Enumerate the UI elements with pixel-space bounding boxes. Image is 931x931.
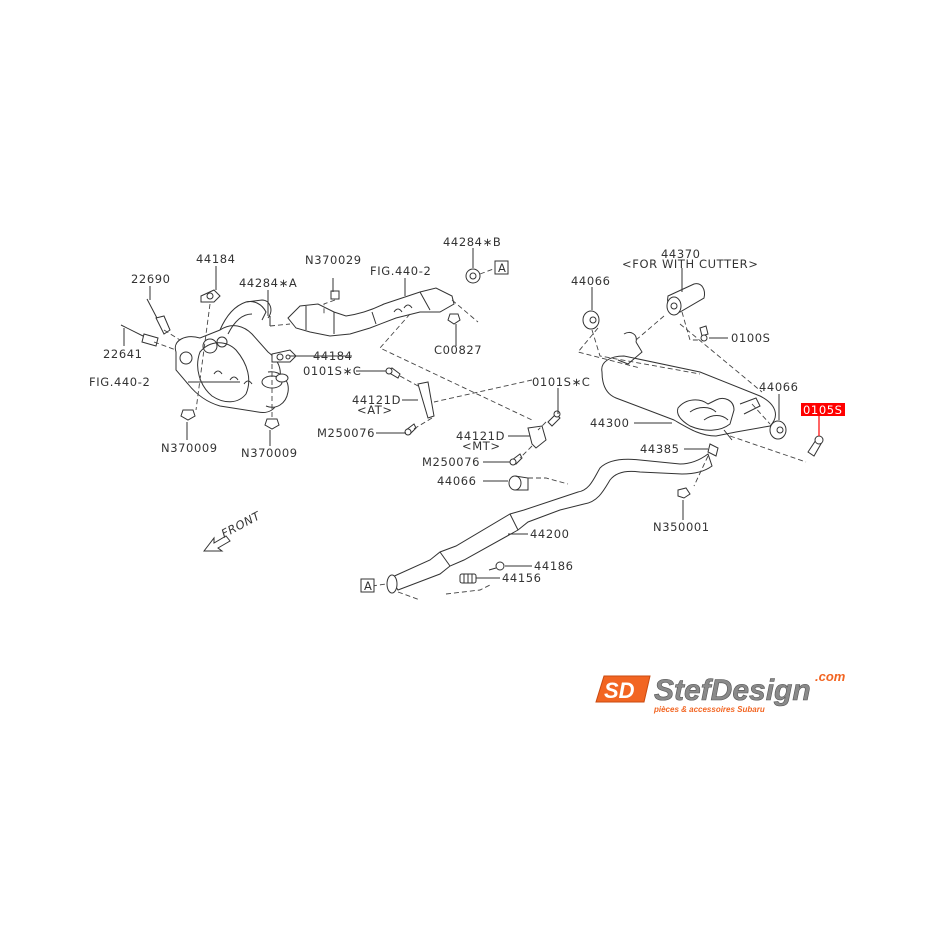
hanger-44066-center[interactable] [508,475,529,491]
svg-text:A: A [498,261,506,275]
label-44184-upper[interactable]: 44184 [196,252,236,266]
highlight-0105s[interactable]: 0105S [801,403,845,417]
label-44186[interactable]: 44186 [534,559,574,573]
label-mt: <MT> [462,439,501,453]
cutter-44370[interactable] [666,283,705,316]
label-c00827[interactable]: C00827 [434,343,482,357]
label-44121d-at[interactable]: 44121D [352,393,401,407]
label-fig440-left[interactable]: FIG.440-2 [89,375,150,389]
hanger-44066-upper[interactable] [582,310,600,330]
center-pipe-44200[interactable] [386,453,713,594]
svg-text:SD: SD [604,678,635,703]
label-44066-upper[interactable]: 44066 [571,274,611,288]
gasket-44284b[interactable] [465,268,481,284]
label-n370009-right[interactable]: N370009 [241,446,298,460]
gasket-44184-lower[interactable] [271,349,297,363]
ref-box-a-lower[interactable]: A [360,578,375,593]
label-n370009-left[interactable]: N370009 [161,441,218,455]
label-44121d-mt[interactable]: 44121D [456,429,505,443]
front-arrow-icon [202,535,231,552]
label-44156[interactable]: 44156 [502,571,542,585]
bolt-m250076-at[interactable] [404,423,417,436]
nut-n350001[interactable] [677,487,691,499]
label-m250076-at[interactable]: M250076 [317,426,375,440]
label-0100s[interactable]: 0100S [731,331,771,345]
front-pipe-catalytic[interactable] [287,287,455,337]
label-44300[interactable]: 44300 [590,416,630,430]
part-labels: 22690 22641 44184 44284∗A N370029 FIG.44… [89,235,845,585]
stefdesign-logo[interactable]: SD StefDesign .com pièces & accessoires … [595,669,846,714]
front-direction-indicator: FRONT [202,508,263,552]
sd-logo-icon [595,675,651,703]
label-44385[interactable]: 44385 [640,442,680,456]
bolt-0100s[interactable] [699,325,709,342]
bolt-m250076-mt[interactable] [509,453,523,466]
label-with-cutter: <FOR WITH CUTTER> [622,257,758,271]
hanger-44066-right[interactable] [769,420,787,440]
label-at: <AT> [357,403,393,417]
label-22690[interactable]: 22690 [131,272,171,286]
nut-n370009-right[interactable] [264,418,280,430]
rear-muffler-44300[interactable] [601,331,776,441]
svg-text:StefDesign: StefDesign [654,674,811,707]
label-44066-right[interactable]: 44066 [759,380,799,394]
nut-n370029[interactable] [330,290,340,300]
exhaust-manifold[interactable] [174,299,289,413]
bolt-0105s[interactable] [807,435,824,457]
label-44284a[interactable]: 44284∗A [239,276,297,290]
label-44370[interactable]: 44370 [661,247,701,261]
svg-text:FRONT: FRONT [219,508,263,540]
label-m250076-mt[interactable]: M250076 [422,455,480,469]
spring-44156[interactable] [459,573,477,584]
o2-sensor-22690[interactable] [146,298,171,335]
gasket-44184-upper[interactable] [200,289,221,303]
nut-n370009-left[interactable] [180,409,196,421]
ref-box-a-upper[interactable]: A [494,260,509,275]
assembly-lines [153,267,807,601]
o2-sensor-22641[interactable] [120,324,159,347]
label-44284b[interactable]: 44284∗B [443,235,501,249]
label-44066-center[interactable]: 44066 [437,474,477,488]
bolt-44186[interactable] [488,561,505,571]
label-44184-lower[interactable]: 44184 [313,349,353,363]
label-22641[interactable]: 22641 [103,347,143,361]
label-0101sc-mt[interactable]: 0101S∗C [532,375,590,389]
bolt-0101sc-at[interactable] [384,367,401,379]
label-n370029[interactable]: N370029 [305,253,362,267]
svg-text:0105S: 0105S [803,403,843,417]
svg-text:.com: .com [815,669,846,684]
svg-text:A: A [364,579,372,593]
label-fig440-upper[interactable]: FIG.440-2 [370,264,431,278]
gasket-44385[interactable] [707,443,719,457]
bracket-44121d-at[interactable] [417,381,435,419]
nut-c00827[interactable] [447,313,461,325]
label-44200[interactable]: 44200 [530,527,570,541]
svg-text:pièces & accessoires Subaru: pièces & accessoires Subaru [653,705,765,714]
label-0101sc-at[interactable]: 0101S∗C [303,364,361,378]
label-n350001[interactable]: N350001 [653,520,710,534]
bracket-44121d-mt[interactable] [527,425,547,449]
